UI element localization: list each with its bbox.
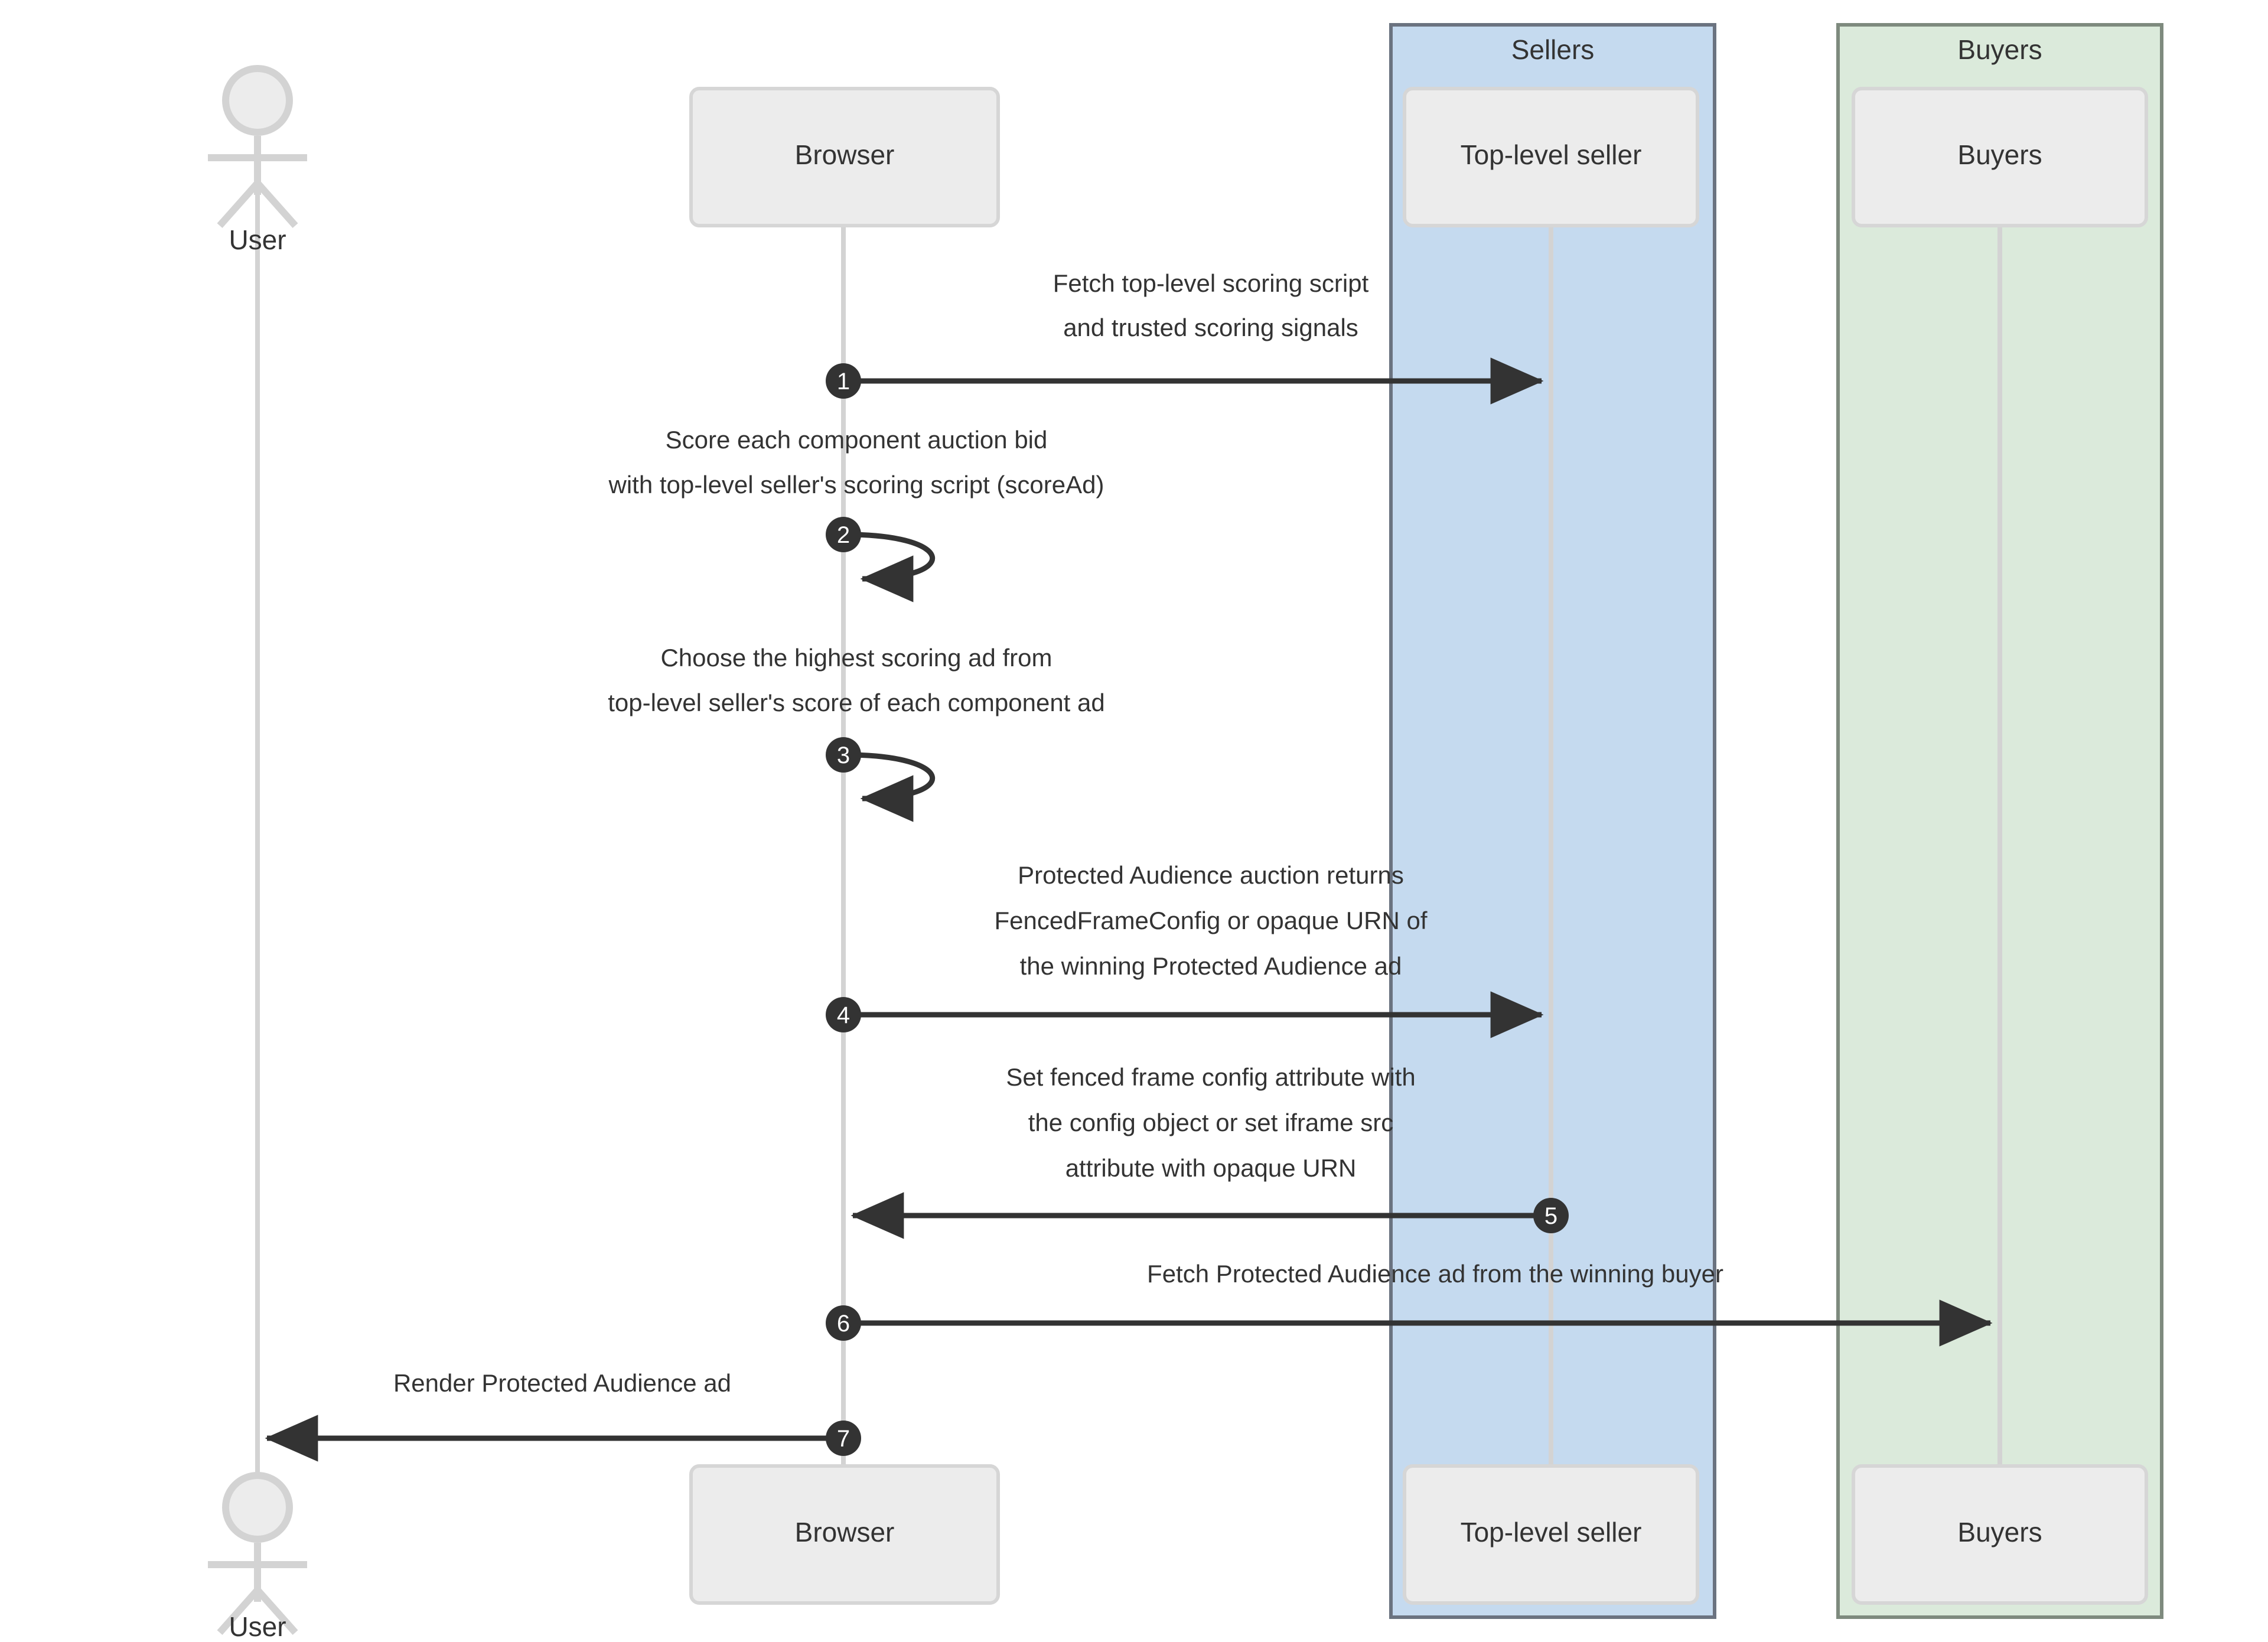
- message-6-label-line-1: Fetch Protected Audience ad from the win…: [1147, 1260, 1723, 1288]
- participant-label-seller-top: Top-level seller: [1461, 139, 1642, 170]
- message-6-number: 6: [837, 1311, 850, 1337]
- participant-label-seller-bottom: Top-level seller: [1461, 1517, 1642, 1547]
- message-5-label-line-3: attribute with opaque URN: [1065, 1154, 1357, 1182]
- message-7-label-line-1: Render Protected Audience ad: [393, 1369, 731, 1397]
- participant-seller-bottom[interactable]: Top-level seller: [1403, 1464, 1699, 1605]
- participant-seller-top[interactable]: Top-level seller: [1403, 87, 1699, 227]
- message-7-badge: [826, 1421, 861, 1456]
- message-1-label-line-2: and trusted scoring signals: [1063, 314, 1358, 341]
- message-3-label-line-2: top-level seller's score of each compone…: [608, 689, 1104, 716]
- lifelines: [255, 195, 2002, 1477]
- participant-browser-top[interactable]: Browser: [689, 87, 1000, 227]
- message-2-label-line-1: Score each component auction bid: [666, 426, 1048, 454]
- message-4-label-line-3: the winning Protected Audience ad: [1020, 952, 1402, 980]
- message-2-self-loop: [845, 532, 936, 602]
- message-5[interactable]: Set fenced frame config attribute with t…: [850, 1063, 1569, 1239]
- message-4-label-line-1: Protected Audience auction returns: [1018, 861, 1404, 889]
- actor-label-user-top: User: [229, 224, 286, 255]
- message-2-label-line-2: with top-level seller's scoring script (…: [608, 471, 1104, 499]
- message-4-number: 4: [837, 1002, 850, 1028]
- participant-browser-bottom[interactable]: Browser: [689, 1464, 1000, 1605]
- message-4-badge: [826, 997, 861, 1032]
- message-5-badge: [1533, 1198, 1569, 1233]
- participant-buyers-bottom[interactable]: Buyers: [1852, 1464, 2148, 1605]
- message-1-label-line-1: Fetch top-level scoring script: [1053, 269, 1369, 297]
- message-3-label-line-1: Choose the highest scoring ad from: [660, 644, 1052, 672]
- message-3[interactable]: Choose the highest scoring ad from top-l…: [608, 644, 1105, 822]
- participant-label-buyers-top: Buyers: [1957, 139, 2042, 170]
- message-3-badge: [826, 737, 861, 773]
- message-6-badge: [826, 1305, 861, 1341]
- message-5-label-line-2: the config object or set iframe src: [1028, 1109, 1394, 1136]
- message-7[interactable]: Render Protected Audience ad 7: [265, 1369, 861, 1462]
- actor-user-top[interactable]: User: [208, 65, 307, 255]
- participant-label-browser-top: Browser: [795, 139, 895, 170]
- participant-label-browser-bottom: Browser: [795, 1517, 895, 1547]
- message-3-self-loop: [845, 752, 936, 822]
- message-1-number: 1: [837, 369, 850, 395]
- group-label-buyers: Buyers: [1957, 34, 2042, 65]
- group-label-sellers: Sellers: [1511, 34, 1595, 65]
- actor-label-user-bottom: User: [229, 1611, 286, 1642]
- participant-buyers-top[interactable]: Buyers: [1852, 87, 2148, 227]
- message-3-number: 3: [837, 742, 850, 768]
- message-6[interactable]: Fetch Protected Audience ad from the win…: [826, 1260, 1993, 1347]
- message-7-number: 7: [837, 1426, 850, 1452]
- message-1[interactable]: Fetch top-level scoring script and trust…: [826, 269, 1544, 405]
- message-4-label-line-2: FencedFrameConfig or opaque URN of: [994, 907, 1427, 934]
- participant-label-buyers-bottom: Buyers: [1957, 1517, 2042, 1547]
- message-5-label-line-1: Set fenced frame config attribute with: [1006, 1063, 1415, 1091]
- actor-user-bottom[interactable]: User: [208, 1472, 307, 1642]
- message-1-badge: [826, 363, 861, 399]
- message-5-number: 5: [1544, 1203, 1557, 1229]
- message-4[interactable]: Protected Audience auction returns Fence…: [826, 861, 1544, 1038]
- message-2-badge: [826, 517, 861, 552]
- message-2-number: 2: [837, 522, 850, 548]
- message-2[interactable]: Score each component auction bid with to…: [608, 426, 1104, 602]
